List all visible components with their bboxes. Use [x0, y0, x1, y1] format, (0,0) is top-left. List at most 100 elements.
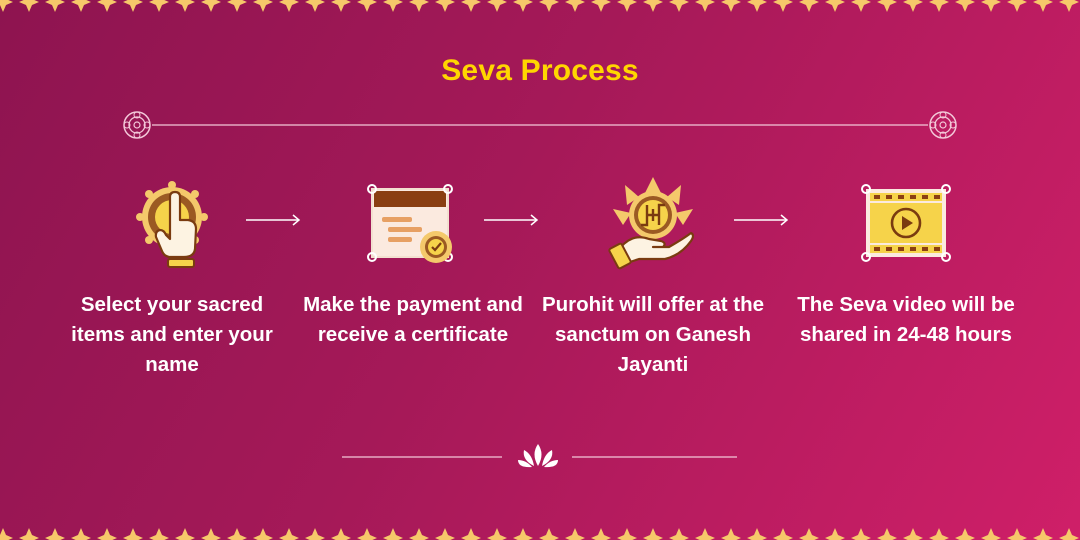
border-star — [0, 528, 13, 540]
border-star — [695, 528, 715, 540]
border-star — [799, 0, 819, 12]
border-star — [123, 528, 143, 540]
arrow-right-icon — [246, 214, 301, 226]
border-star — [357, 0, 377, 12]
border-star — [383, 528, 403, 540]
border-star — [669, 0, 689, 12]
border-star — [201, 528, 221, 540]
border-star — [487, 0, 507, 12]
border-star — [1059, 528, 1079, 540]
swastika-offering-icon — [608, 177, 695, 270]
border-star — [929, 0, 949, 12]
border-star — [721, 0, 741, 12]
border-star — [305, 0, 325, 12]
video-film-icon — [861, 184, 951, 262]
arrow-right-icon — [734, 214, 789, 226]
border-star — [721, 528, 741, 540]
border-star — [851, 528, 871, 540]
border-star — [565, 528, 585, 540]
border-star — [409, 0, 429, 12]
border-star — [149, 528, 169, 540]
border-star — [435, 0, 455, 12]
border-star — [669, 528, 689, 540]
border-star — [539, 0, 559, 12]
border-star — [513, 528, 533, 540]
process-steps: Select your sacred items and enter your … — [0, 175, 1080, 395]
border-star — [175, 528, 195, 540]
border-star — [45, 0, 65, 12]
border-star — [1033, 0, 1053, 12]
border-star — [773, 0, 793, 12]
border-star — [617, 0, 637, 12]
border-star — [1007, 528, 1027, 540]
mandala-divider — [123, 111, 957, 139]
border-star — [591, 528, 611, 540]
border-star — [903, 528, 923, 540]
border-star — [487, 528, 507, 540]
border-star — [799, 528, 819, 540]
border-star — [955, 0, 975, 12]
mandala-left-icon — [123, 111, 151, 139]
page-title: Seva Process — [441, 54, 639, 87]
border-star — [0, 0, 13, 12]
border-star — [981, 0, 1001, 12]
border-star — [149, 0, 169, 12]
border-star — [97, 0, 117, 12]
border-star — [331, 0, 351, 12]
bottom-star-border — [0, 528, 1079, 540]
border-star — [357, 528, 377, 540]
border-star — [253, 0, 273, 12]
border-star — [71, 528, 91, 540]
border-star — [851, 0, 871, 12]
border-star — [409, 528, 429, 540]
border-star — [903, 0, 923, 12]
lotus-divider — [342, 444, 737, 468]
border-star — [981, 528, 1001, 540]
border-star — [461, 528, 481, 540]
border-star — [97, 528, 117, 540]
border-star — [617, 528, 637, 540]
border-star — [383, 0, 403, 12]
border-star — [253, 528, 273, 540]
step-4-label: The Seva video will be shared in 24-48 h… — [797, 293, 1015, 346]
border-star — [279, 528, 299, 540]
certificate-icon — [367, 184, 453, 263]
border-star — [825, 0, 845, 12]
border-star — [1033, 528, 1053, 540]
lotus-icon — [518, 444, 558, 468]
step-2-label: Make the payment and receive a certifica… — [303, 293, 523, 346]
border-star — [591, 0, 611, 12]
step-3-label: Purohit will offer at the sanctum on Gan… — [541, 293, 765, 376]
border-star — [175, 0, 195, 12]
border-star — [19, 528, 39, 540]
border-star — [747, 528, 767, 540]
border-star — [539, 528, 559, 540]
border-star — [435, 528, 455, 540]
border-star — [227, 528, 247, 540]
top-star-border — [0, 0, 1079, 12]
border-star — [279, 0, 299, 12]
hand-pointer-coin-icon — [136, 181, 208, 268]
border-star — [929, 528, 949, 540]
border-star — [643, 528, 663, 540]
border-star — [331, 528, 351, 540]
border-star — [955, 528, 975, 540]
border-star — [123, 0, 143, 12]
border-star — [19, 0, 39, 12]
mandala-right-icon — [929, 111, 957, 139]
border-star — [565, 0, 585, 12]
border-star — [227, 0, 247, 12]
border-star — [45, 528, 65, 540]
border-star — [747, 0, 767, 12]
border-star — [305, 528, 325, 540]
border-star — [877, 528, 897, 540]
border-star — [825, 528, 845, 540]
arrow-right-icon — [484, 214, 539, 226]
step-1-label: Select your sacred items and enter your … — [71, 293, 273, 376]
border-star — [201, 0, 221, 12]
border-star — [643, 0, 663, 12]
border-star — [1059, 0, 1079, 12]
border-star — [877, 0, 897, 12]
border-star — [461, 0, 481, 12]
border-star — [1007, 0, 1027, 12]
